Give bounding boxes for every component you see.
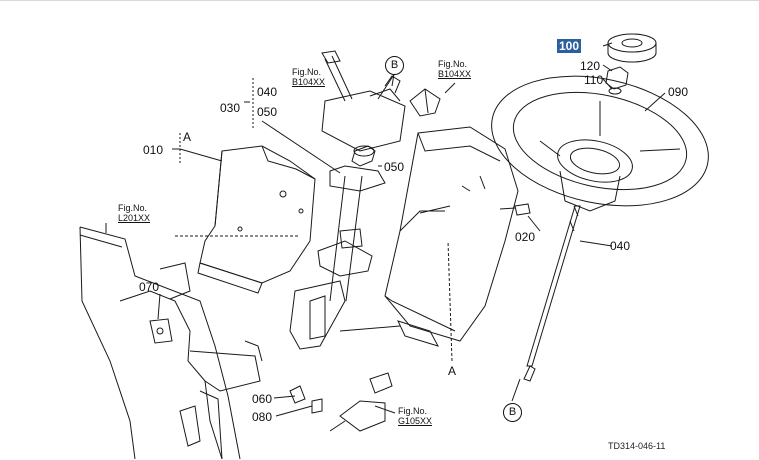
fig-ref-l201[interactable]: Fig.No. L201XX [118,203,150,224]
part-label-040-top[interactable]: 040 [257,85,278,99]
center-cap-100 [607,33,657,63]
callout-a-bottom[interactable]: A [448,364,457,378]
fig-ref-g105[interactable]: Fig.No. G105XX [398,406,432,427]
part-label-100[interactable]: 100 [557,39,582,53]
part-label-080[interactable]: 080 [252,410,273,424]
part-label-060[interactable]: 060 [252,392,273,406]
part-label-090[interactable]: 090 [668,85,689,99]
drawing-code: TD314-046-11 [608,441,666,451]
fig-ref-b104-right-line2: B104XX [438,69,472,80]
lower-panel-010 [197,145,316,294]
part-label-120[interactable]: 120 [580,59,601,73]
part-label-010[interactable]: 010 [143,143,164,157]
callout-a-top[interactable]: A [183,130,192,144]
universal-joint [289,372,393,432]
fig-ref-b104-left-line2: B104XX [292,77,326,88]
upper-cover-panel [384,126,519,347]
callout-b-bottom[interactable]: B [503,403,522,422]
fig-ref-l201-line2: L201XX [118,213,151,224]
washer-110 [608,87,622,95]
fig-ref-g105-line1: Fig.No. [398,406,428,416]
steering-column [289,145,386,350]
dash-frame [79,226,263,460]
bolt-020 [499,203,531,216]
hose-clip [409,88,441,117]
part-label-030[interactable]: 030 [220,101,241,115]
shaft-040 [523,205,581,382]
part-label-050-mid[interactable]: 050 [384,160,405,174]
part-label-070[interactable]: 070 [139,280,160,294]
switch-assembly [321,50,406,152]
callout-b-top[interactable]: B [385,56,404,75]
part-label-050-top[interactable]: 050 [257,105,278,119]
fig-ref-b104-left[interactable]: Fig.No. B104XX [292,67,325,88]
fig-ref-b104-left-line1: Fig.No. [292,67,322,77]
leader-lines [105,42,666,417]
part-label-040-right[interactable]: 040 [610,239,631,253]
fig-ref-b104-right[interactable]: Fig.No. B104XX [438,59,471,80]
steering-wheel-090 [491,75,709,212]
part-label-020[interactable]: 020 [515,230,536,244]
bracket-070 [149,318,173,344]
fig-ref-l201-line1: Fig.No. [118,203,148,213]
part-label-110[interactable]: 110 [584,73,604,87]
fig-ref-b104-right-line1: Fig.No. [438,59,468,69]
part-label-100-text: 100 [557,39,582,53]
fig-ref-g105-line2: G105XX [398,416,433,427]
